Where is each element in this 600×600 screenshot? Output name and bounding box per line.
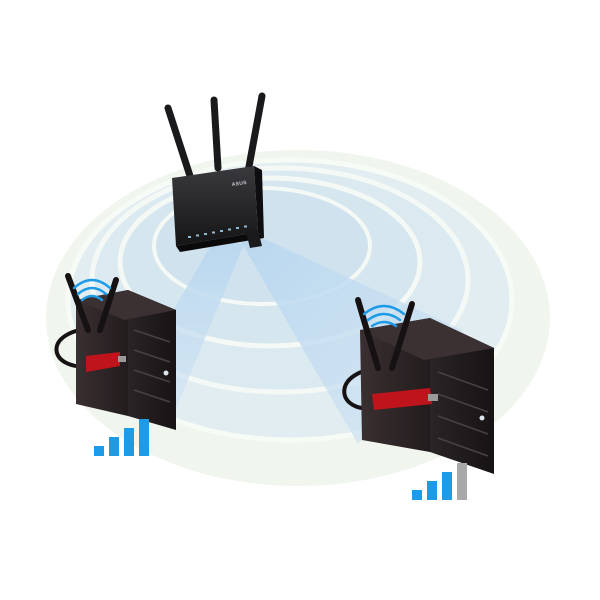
desktop-pc-icon-right	[342, 297, 494, 474]
signal-bar-right-pc-2	[427, 481, 437, 500]
signal-bar-left-pc-4	[139, 419, 149, 456]
signal-bar-left-pc-2	[109, 437, 119, 456]
signal-bars-icon-left	[94, 419, 149, 456]
signal-bars-icon-right	[412, 463, 467, 500]
desktop-pc-icon-left	[54, 273, 176, 430]
router-brand-label: ASUS	[231, 180, 247, 188]
signal-bar-right-pc-4	[457, 463, 467, 500]
router-icon: ASUS	[164, 92, 266, 252]
router-antenna-middle	[210, 96, 222, 172]
router-antenna-left	[164, 104, 194, 180]
signal-bar-right-pc-1	[412, 490, 422, 500]
signal-bar-right-pc-3	[442, 472, 452, 500]
wifi-icon	[362, 304, 406, 328]
signal-bar-left-pc-3	[124, 428, 134, 456]
router-antenna-right	[244, 92, 266, 176]
beam-to-right-pc	[240, 236, 462, 444]
wifi-icon	[72, 278, 112, 302]
wifi-card-icon	[372, 388, 432, 410]
signal-bar-left-pc-1	[94, 446, 104, 456]
wifi-card-icon	[86, 352, 120, 372]
